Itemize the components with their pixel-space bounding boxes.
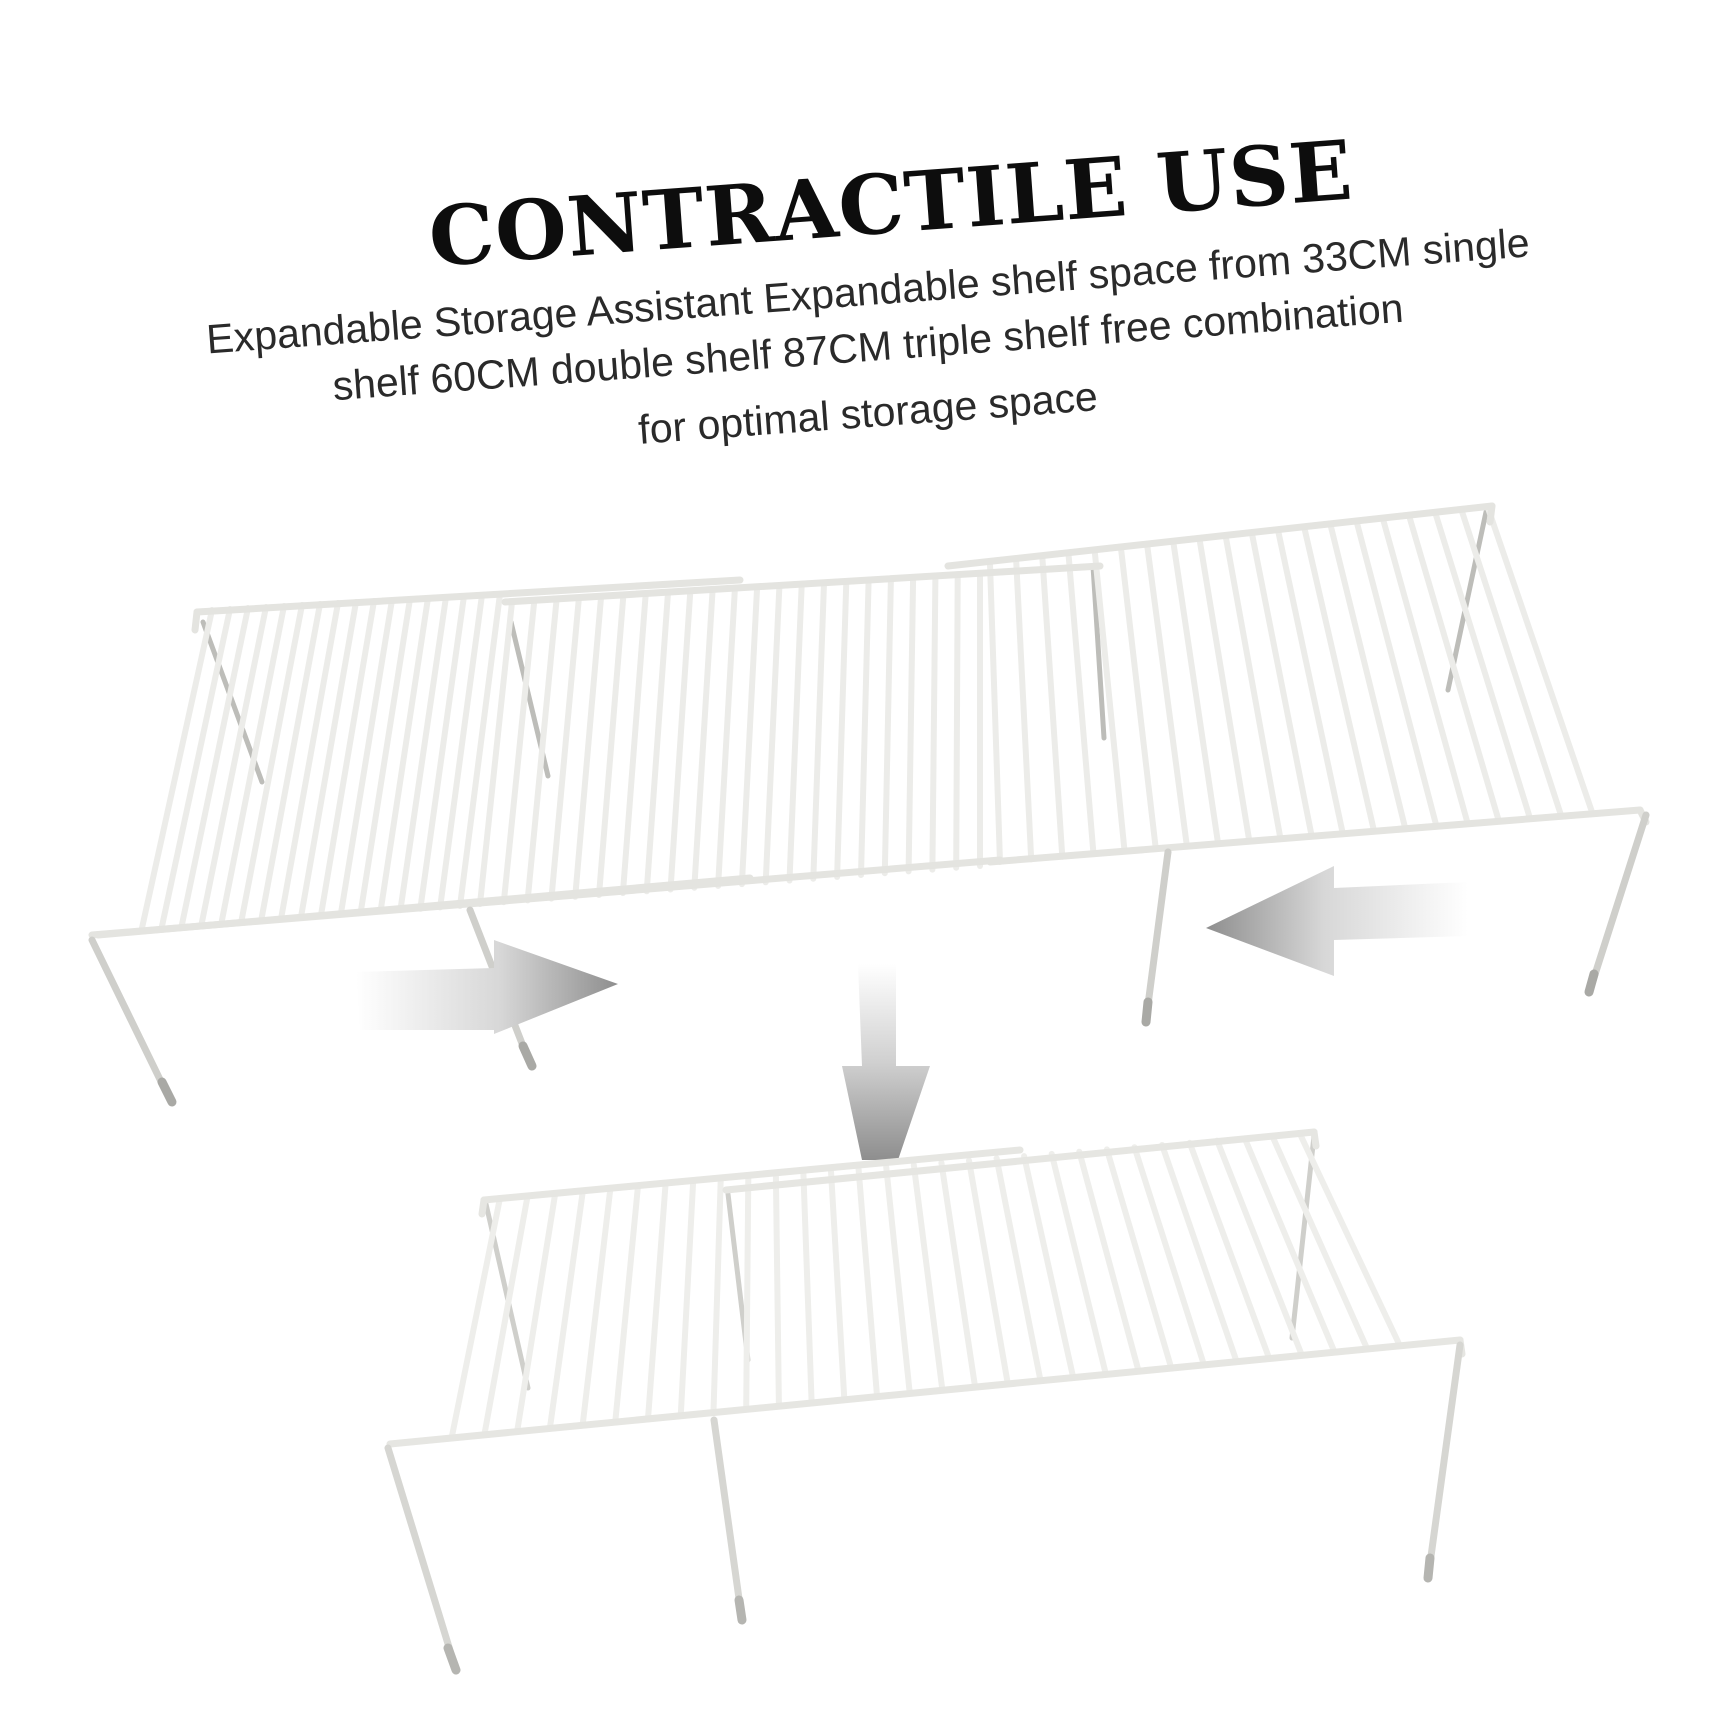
- wire-slat: [855, 1166, 880, 1399]
- wire-slat: [337, 597, 395, 918]
- wire-slat: [500, 597, 538, 906]
- wire-slat: [1353, 519, 1440, 829]
- wire-slat: [1103, 1146, 1175, 1371]
- wire-slat: [910, 1161, 946, 1393]
- wire-slat: [834, 579, 850, 880]
- wire-slat: [643, 589, 671, 895]
- wire-slat: [1118, 546, 1159, 852]
- wire-slat: [953, 572, 961, 871]
- wire-slat: [579, 1186, 614, 1427]
- wire-slat: [548, 595, 582, 902]
- wire-slat: [514, 1190, 559, 1433]
- wire-slat: [449, 1195, 503, 1439]
- wire-slat: [1269, 1133, 1371, 1353]
- wire-slat: [993, 1155, 1044, 1384]
- wire-slat: [178, 605, 251, 929]
- wire-slat: [158, 606, 233, 930]
- wire-slat: [1131, 1144, 1207, 1368]
- wire-slat: [437, 592, 485, 911]
- wire-slat: [1196, 537, 1253, 844]
- wire-slat: [800, 1170, 815, 1405]
- wire-slat: [710, 1177, 724, 1415]
- wire-slats-right: [987, 505, 1595, 865]
- wire-slat: [715, 585, 738, 889]
- wire-slat: [1186, 1139, 1273, 1362]
- wire-slat: [1048, 1150, 1109, 1377]
- wire-slat: [786, 581, 805, 884]
- wire-slat: [1039, 555, 1066, 860]
- wire-slat: [298, 599, 359, 920]
- expanded-shelf: [88, 502, 1650, 1107]
- wire-slat: [1222, 534, 1284, 842]
- wire-slat: [397, 594, 449, 914]
- wire-slat: [596, 592, 627, 898]
- wire-slat: [881, 576, 894, 877]
- wire-slat: [667, 588, 694, 893]
- wire-slats-left: [139, 591, 503, 931]
- arrow-left-icon: [1206, 866, 1468, 976]
- wire-slat: [1241, 1135, 1338, 1356]
- wire-slat: [938, 1159, 978, 1390]
- wire-slat: [1076, 1148, 1142, 1374]
- wire-slat: [1458, 507, 1564, 818]
- wire-slat: [238, 602, 305, 925]
- wire-slat: [743, 1175, 752, 1412]
- wire-slat: [1214, 1137, 1305, 1359]
- wire-slat: [477, 599, 515, 907]
- wire-slat: [1013, 558, 1035, 863]
- wire-slat: [645, 1181, 669, 1421]
- wire-slat: [677, 1179, 697, 1418]
- wire-slat: [772, 1172, 782, 1408]
- wire-slat: [547, 1188, 586, 1430]
- wire-slat: [883, 1164, 913, 1396]
- wire-slat: [481, 1192, 531, 1436]
- wire-slat: [139, 607, 215, 931]
- wire-slat: [966, 1157, 1011, 1387]
- wire-slat: [810, 580, 827, 882]
- wire-slat: [1021, 1153, 1077, 1380]
- wire-slat: [762, 583, 783, 886]
- wire-slat: [1159, 1142, 1240, 1365]
- arrow-down-icon: [842, 964, 930, 1160]
- wire-slats-middle: [477, 571, 983, 907]
- wire-slat: [357, 596, 413, 916]
- wire-slat: [218, 603, 287, 926]
- wire-slat: [524, 596, 560, 904]
- arrow-right-icon: [356, 940, 618, 1034]
- wire-slat: [1170, 540, 1222, 847]
- wire-slat: [1065, 552, 1097, 858]
- wire-slat: [377, 595, 431, 915]
- wire-slat: [1406, 513, 1502, 823]
- wire-slat: [1275, 528, 1346, 837]
- wire-slat: [1301, 525, 1377, 834]
- wire-slat: [1249, 531, 1315, 839]
- wire-slat: [317, 598, 377, 919]
- wire-slat: [1144, 543, 1190, 850]
- wire-slat: [1432, 510, 1533, 821]
- wire-slat: [1297, 1131, 1403, 1349]
- wire-slat: [987, 561, 1003, 865]
- wire-slats-bottom: [449, 1131, 1403, 1439]
- wire-slat: [572, 593, 605, 900]
- wire-slat: [828, 1168, 848, 1402]
- wire-slat: [738, 584, 761, 888]
- wire-slat: [1485, 505, 1595, 815]
- wire-slat: [905, 575, 917, 875]
- contracted-shelf: [384, 1128, 1466, 1675]
- wire-slat: [417, 593, 467, 912]
- wire-slat: [278, 600, 341, 922]
- wire-slat: [929, 573, 939, 873]
- wire-slat: [858, 577, 872, 878]
- wire-slat: [258, 601, 323, 923]
- wire-slat: [612, 1184, 641, 1424]
- wire-slat: [1380, 516, 1471, 826]
- wire-slat: [691, 587, 716, 891]
- wire-slat: [1327, 522, 1409, 831]
- wire-slat: [198, 604, 269, 927]
- wire-slat: [1091, 549, 1128, 855]
- wire-slat: [457, 591, 503, 909]
- wire-slat: [619, 591, 649, 897]
